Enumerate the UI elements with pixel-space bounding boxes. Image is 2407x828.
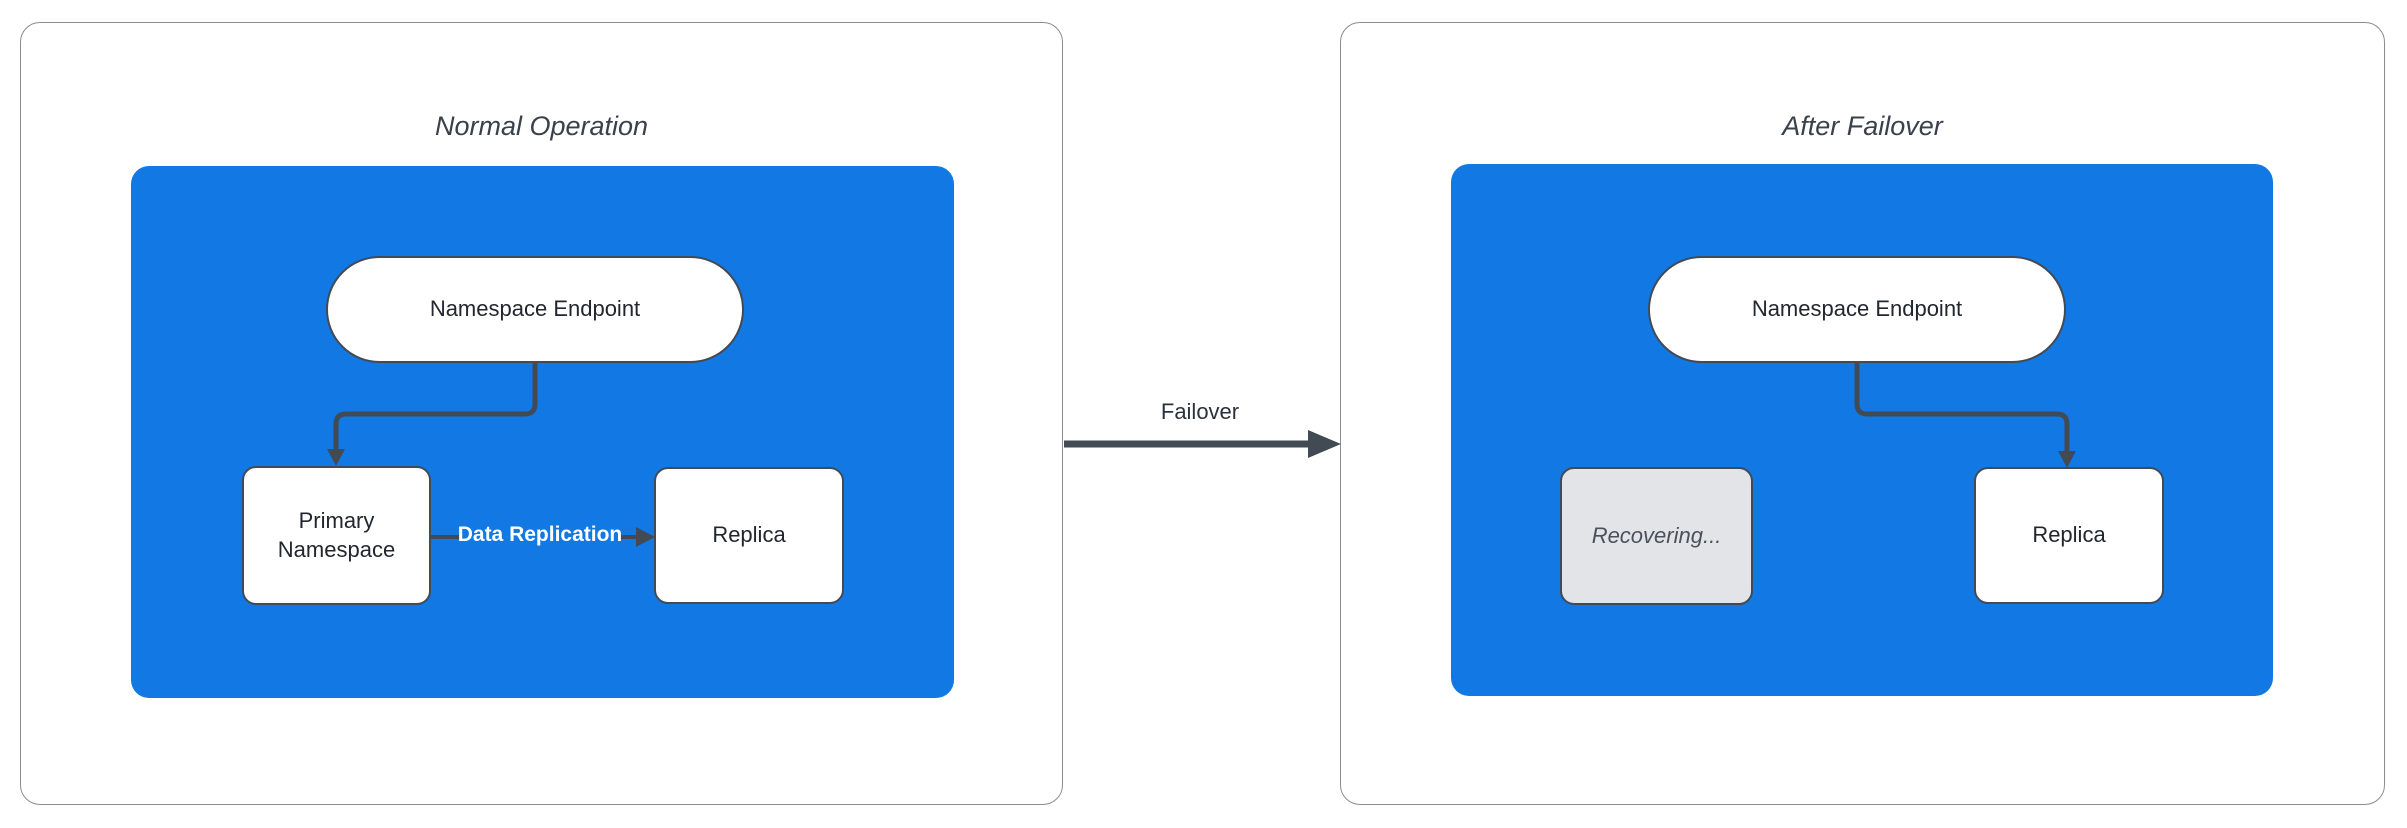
group-normal-operation: Namespace Endpoint Primary Namespace Rep… <box>131 166 954 698</box>
arrowhead-right-failover <box>1308 430 1341 458</box>
edge-label-data-replication: Data Replication <box>457 523 623 546</box>
node-label: Replica <box>712 522 786 548</box>
node-label: Replica <box>2032 522 2106 548</box>
node-label: Namespace Endpoint <box>429 296 641 322</box>
node-label: Recovering... <box>1591 522 1722 548</box>
node-replica-right: Replica <box>1974 467 2164 604</box>
panel-normal-operation: Normal Operation Namespace Endpoint Prim… <box>20 22 1063 805</box>
edge-label-failover: Failover <box>1160 399 1240 424</box>
panel-title-after-failover: After Failover <box>1782 111 1943 141</box>
panel-after-failover: After Failover Namespace Endpoint Recove… <box>1340 22 2385 805</box>
node-replica-left: Replica <box>654 467 844 604</box>
group-after-failover: Namespace Endpoint Recovering... Replica <box>1451 164 2273 696</box>
node-label: Primary Namespace <box>277 507 396 562</box>
node-recovering: Recovering... <box>1560 467 1753 605</box>
node-namespace-endpoint-left: Namespace Endpoint <box>326 256 744 363</box>
node-label: Namespace Endpoint <box>1751 296 1963 322</box>
panel-title-normal-operation: Normal Operation <box>434 111 649 141</box>
node-namespace-endpoint-right: Namespace Endpoint <box>1648 256 2066 363</box>
node-primary-namespace: Primary Namespace <box>242 466 431 605</box>
